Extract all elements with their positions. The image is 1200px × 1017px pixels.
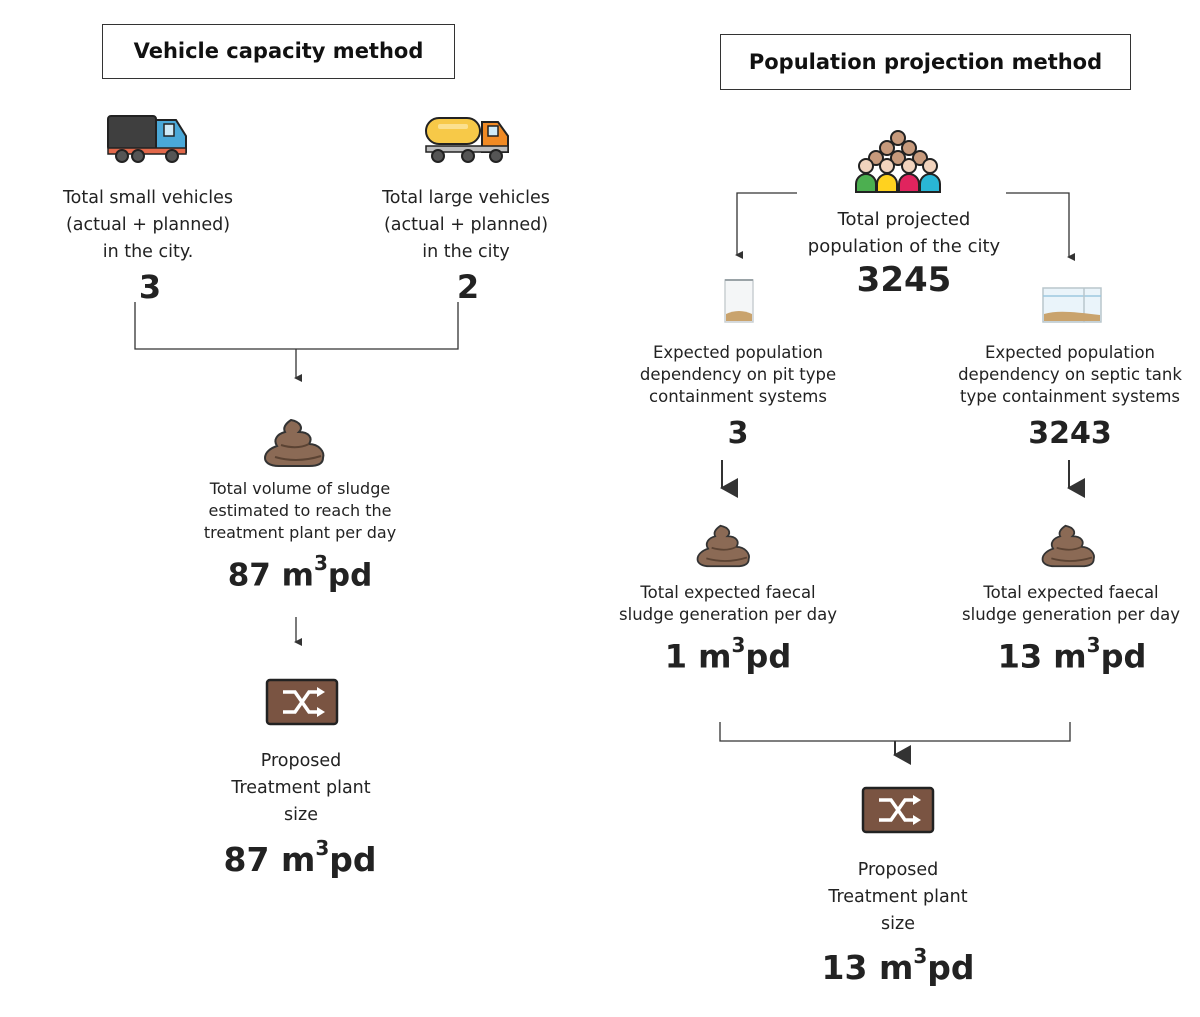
sludge-volume-line-1: Total volume of sludge — [209, 479, 391, 498]
pit-dependency-label: Expected population dependency on pit ty… — [598, 342, 878, 408]
small-vehicles-count: 3 — [138, 268, 162, 306]
treatment-plant-icon — [861, 786, 935, 834]
pit-dependency-line-1: Expected population — [652, 343, 824, 362]
left-plant-line-1: Proposed — [260, 751, 342, 771]
sludge-volume-line-3: treatment plant per day — [203, 523, 397, 542]
right-plant-value: 13 m3pd — [778, 944, 1018, 987]
sludge-icon — [263, 418, 325, 467]
right-plant-label: Proposed Treatment plant size — [767, 857, 1029, 938]
sludge-volume-unit-exp: 3 — [313, 551, 328, 575]
septic-dependency-line-2: dependency on septic tank — [958, 365, 1182, 384]
large-vehicles-line-1: Total large vehicles — [382, 188, 550, 208]
pit-sludge-number: 1 — [664, 637, 688, 676]
septic-sludge-unit-suffix: pd — [1100, 637, 1147, 676]
left-plant-line-3: size — [284, 805, 318, 825]
large-vehicles-line-3: in the city — [422, 242, 510, 262]
pit-dependency-line-3: containment systems — [649, 387, 827, 406]
population-line-2: population of the city — [807, 236, 1001, 257]
population-value: 3245 — [856, 260, 952, 300]
pit-sludge-value: 1 m3pd — [608, 633, 848, 676]
septic-sludge-unit: m — [1053, 637, 1087, 676]
right-plant-unit-exp: 3 — [913, 944, 928, 968]
crowd-icon — [855, 130, 941, 193]
right-sludge-bracket — [719, 722, 1071, 742]
pit-dependency-value: 3 — [727, 416, 749, 451]
septic-tank-icon — [1042, 287, 1102, 323]
treatment-plant-icon — [265, 678, 339, 726]
left-plant-label: Proposed Treatment plant size — [170, 748, 432, 829]
sludge-volume-label: Total volume of sludge estimated to reac… — [160, 478, 440, 544]
pit-sludge-line-1: Total expected faecal — [640, 583, 816, 602]
right-branch-left — [735, 192, 797, 259]
septic-dependency-line-1: Expected population — [984, 343, 1156, 362]
small-vehicles-line-2: (actual + planned) — [65, 215, 231, 235]
septic-sludge-unit-exp: 3 — [1086, 633, 1101, 657]
septic-dependency-line-3: type containment systems — [960, 387, 1180, 406]
large-vehicles-line-2: (actual + planned) — [383, 215, 549, 235]
population-method-title: Population projection method — [720, 34, 1131, 90]
left-vehicle-bracket — [134, 302, 459, 350]
left-plant-unit: m — [280, 840, 316, 879]
right-plant-unit-suffix: pd — [927, 948, 975, 987]
pit-dependency-line-2: dependency on pit type — [639, 365, 837, 384]
pit-sludge-unit-exp: 3 — [731, 633, 746, 657]
septic-dependency-label: Expected population dependency on septic… — [932, 342, 1200, 408]
vehicle-method-title: Vehicle capacity method — [102, 24, 455, 79]
sludge-volume-unit-suffix: pd — [327, 557, 373, 594]
septic-sludge-value: 13 m3pd — [952, 633, 1192, 676]
small-vehicles-line-1: Total small vehicles — [62, 188, 234, 208]
sludge-volume-unit: m — [281, 557, 314, 594]
small-vehicles-line-3: in the city. — [102, 242, 194, 262]
left-plant-line-2: Treatment plant — [231, 778, 371, 798]
tanker-truck-icon — [425, 117, 509, 163]
sludge-volume-line-2: estimated to reach the — [208, 501, 392, 520]
right-plant-number: 13 — [821, 948, 868, 987]
sludge-icon — [696, 524, 750, 568]
large-vehicles-label: Total large vehicles (actual + planned) … — [336, 185, 596, 266]
right-plant-line-2: Treatment plant — [828, 887, 968, 907]
septic-sludge-line-2: sludge generation per day — [962, 605, 1180, 624]
septic-sludge-line-1: Total expected faecal — [983, 583, 1159, 602]
septic-sludge-label: Total expected faecal sludge generation … — [936, 582, 1200, 626]
population-label: Total projected population of the city — [780, 206, 1028, 260]
left-plant-value: 87 m3pd — [180, 836, 420, 879]
pit-sludge-line-2: sludge generation per day — [619, 605, 837, 624]
large-vehicles-count: 2 — [456, 268, 480, 306]
pit-sludge-label: Total expected faecal sludge generation … — [592, 582, 864, 626]
septic-dependency-value: 3243 — [1028, 416, 1112, 451]
small-vehicles-label: Total small vehicles (actual + planned) … — [18, 185, 278, 266]
right-plant-line-3: size — [881, 914, 915, 934]
left-plant-number: 87 — [223, 840, 270, 879]
right-branch-right — [1006, 192, 1075, 261]
left-plant-unit-exp: 3 — [315, 836, 330, 860]
sludge-volume-number: 87 — [227, 557, 271, 594]
population-line-1: Total projected — [837, 209, 971, 230]
right-plant-line-1: Proposed — [857, 860, 939, 880]
sludge-icon — [1041, 524, 1095, 568]
left-plant-unit-suffix: pd — [329, 840, 377, 879]
pit-sludge-unit-suffix: pd — [745, 637, 792, 676]
septic-sludge-number: 13 — [997, 637, 1043, 676]
right-plant-unit: m — [878, 948, 914, 987]
sludge-volume-value: 87 m3pd — [180, 551, 420, 594]
truck-icon — [107, 115, 187, 163]
pit-sludge-unit: m — [698, 637, 732, 676]
pit-icon — [724, 279, 754, 323]
